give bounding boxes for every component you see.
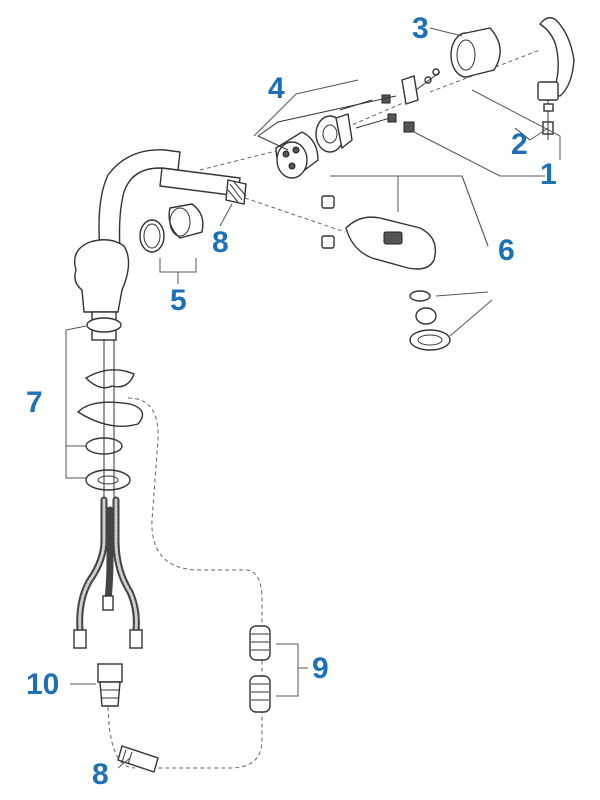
spray-head-icon <box>321 195 451 351</box>
callout-8-top: 8 <box>212 226 229 259</box>
callout-2: 2 <box>511 128 528 161</box>
callout-4: 4 <box>268 72 285 105</box>
callout-6: 6 <box>498 234 515 267</box>
aerator-icon <box>139 203 204 253</box>
hose-connector-icon <box>97 663 123 707</box>
callout-10: 10 <box>26 668 59 701</box>
callout-9: 9 <box>312 652 329 685</box>
bonnet-icon <box>315 113 353 153</box>
cartridge-icon <box>275 131 319 179</box>
handle-cap-icon <box>450 27 501 78</box>
handle-lever-icon <box>537 17 575 135</box>
cartridge-screws-icon <box>257 94 397 151</box>
callout-leaders <box>65 27 561 769</box>
mounting-hardware-icon <box>76 317 144 500</box>
set-screw-icon <box>514 103 554 141</box>
spout-connector-icon <box>225 179 247 205</box>
callout-labels: 1 2 3 4 5 6 7 8 8 9 10 <box>26 12 557 791</box>
callout-1: 1 <box>540 158 557 191</box>
filter-screen-icon <box>249 625 271 713</box>
adapter-icon <box>401 68 441 133</box>
callout-3: 3 <box>412 12 429 45</box>
hose-adapter-icon <box>117 745 159 773</box>
callout-8-bottom: 8 <box>92 758 109 791</box>
supply-hose-icon <box>73 496 143 649</box>
callout-5: 5 <box>170 284 187 317</box>
callout-7: 7 <box>26 386 43 419</box>
